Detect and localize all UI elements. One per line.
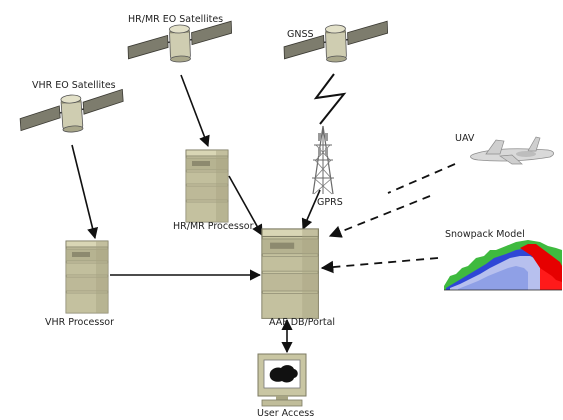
vhr-satellites-label: VHR EO Satellites	[32, 80, 116, 91]
server-icon	[261, 228, 319, 319]
antenna-tower-icon	[312, 125, 334, 195]
gnss-group: GNSS	[282, 20, 390, 125]
vhr-processor-label: VHR Processor	[45, 317, 114, 328]
satellite-icon	[282, 20, 390, 65]
vhr-satellite-link	[71, 144, 99, 240]
snowpack-model-label: Snowpack Model	[445, 229, 525, 240]
connections	[71, 74, 456, 354]
computer-icon	[257, 353, 307, 407]
gprs-tower: GPRS	[312, 125, 343, 208]
snowpack-model: Snowpack Model	[444, 229, 562, 291]
server-icon	[185, 149, 229, 223]
hrmr-to-portal-link	[228, 175, 263, 236]
hrmr-satellites-label: HR/MR EO Satellites	[128, 14, 223, 25]
user-access-label: User Access	[257, 408, 314, 419]
snowpack-model-link	[320, 257, 439, 274]
gprs-to-portal-link	[301, 189, 321, 231]
gprs-label: GPRS	[317, 197, 343, 208]
aaf-portal-label: AAF DB/Portal	[269, 317, 335, 328]
satellite-icon	[126, 20, 234, 65]
user-access: User Access	[257, 353, 314, 419]
hrmr-eo-satellites: HR/MR EO Satellites	[126, 14, 234, 65]
snowpack-model-graph	[444, 240, 562, 291]
uav-label: UAV	[455, 133, 475, 144]
uav-data-link-lower	[328, 195, 431, 238]
hrmr-satellite-link	[180, 74, 210, 148]
uav-data-link-upper	[387, 163, 456, 194]
gnss-label: GNSS	[287, 29, 314, 40]
vhr-eo-satellites: VHR EO Satellites	[17, 80, 126, 137]
vhr-processor: VHR Processor	[45, 240, 114, 328]
uav-group: UAV	[455, 133, 554, 165]
hrmr-processor-label: HR/MR Processor	[173, 221, 254, 232]
hrmr-processor: HR/MR Processor	[173, 149, 254, 232]
server-icon	[65, 240, 109, 314]
lightning-link-icon	[313, 73, 347, 125]
aaf-portal: AAF DB/Portal	[261, 228, 335, 328]
satellite-icon	[17, 88, 126, 137]
uav-aircraft-icon	[470, 136, 554, 165]
